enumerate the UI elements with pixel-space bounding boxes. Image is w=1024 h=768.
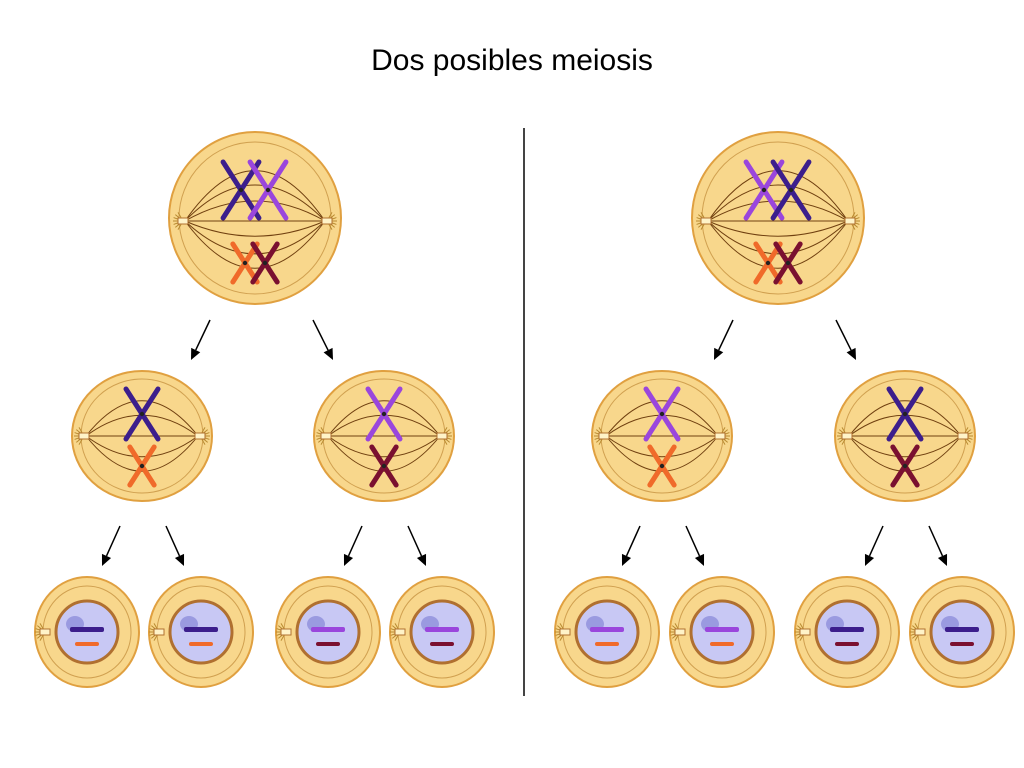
secondary-cell xyxy=(71,370,213,502)
centrosome xyxy=(321,212,337,230)
chromosome xyxy=(189,642,213,646)
centrosome xyxy=(149,623,165,641)
secondary-cell xyxy=(313,370,455,502)
centrosome xyxy=(714,427,730,445)
arrow xyxy=(928,525,948,566)
secondary-cell xyxy=(591,370,733,502)
chromosome xyxy=(835,642,859,646)
spindle-fibers xyxy=(605,400,719,472)
chromosome xyxy=(311,627,345,632)
chromosome xyxy=(250,241,280,285)
centrosome xyxy=(74,427,90,445)
chromosome xyxy=(710,642,734,646)
chromosome xyxy=(890,444,920,488)
parent-cell xyxy=(691,131,865,305)
chromosome xyxy=(705,627,739,632)
centrosome xyxy=(957,427,973,445)
chromosome xyxy=(647,444,677,488)
chromosome xyxy=(773,241,803,285)
chromosome xyxy=(123,386,161,442)
chromosome xyxy=(643,386,681,442)
chromosome xyxy=(365,386,403,442)
centrosome xyxy=(670,623,686,641)
centrosome xyxy=(795,623,811,641)
arrow xyxy=(191,319,211,360)
spindle-fibers xyxy=(85,400,199,472)
centrosome xyxy=(276,623,292,641)
centrosome xyxy=(837,427,853,445)
centrosome xyxy=(173,212,189,230)
chromosome xyxy=(127,444,157,488)
arrow xyxy=(312,319,333,360)
chromosome xyxy=(950,642,974,646)
centrosome xyxy=(696,212,712,230)
gamete-cell xyxy=(389,576,495,688)
chromosome xyxy=(886,386,924,442)
gamete-cell xyxy=(34,576,140,688)
cell-membrane xyxy=(691,131,865,305)
arrow xyxy=(864,525,884,566)
parent-cell xyxy=(168,131,342,305)
chromosome xyxy=(595,642,619,646)
spindle-fibers xyxy=(184,170,326,269)
arrow xyxy=(835,319,856,360)
secondary-cell xyxy=(834,370,976,502)
chromosome xyxy=(753,241,783,285)
arrow xyxy=(685,525,705,566)
chromosome xyxy=(945,627,979,632)
gamete-cell xyxy=(794,576,900,688)
chromosome xyxy=(75,642,99,646)
chromosome xyxy=(184,627,218,632)
centrosome xyxy=(910,623,926,641)
gamete-cell xyxy=(669,576,775,688)
chromosome xyxy=(230,241,260,285)
arrow xyxy=(165,525,185,566)
spindle-fibers xyxy=(848,400,962,472)
centrosome xyxy=(844,212,860,230)
arrow xyxy=(621,525,641,566)
centrosome xyxy=(194,427,210,445)
centrosome xyxy=(436,427,452,445)
centrosome xyxy=(390,623,406,641)
chromosome xyxy=(247,159,289,221)
centrosome xyxy=(555,623,571,641)
arrow xyxy=(101,525,121,566)
chromosome xyxy=(70,627,104,632)
gamete-cell xyxy=(148,576,254,688)
arrow xyxy=(407,525,427,566)
centrosome xyxy=(316,427,332,445)
chromosome xyxy=(425,627,459,632)
chromosome xyxy=(590,627,624,632)
chromosome xyxy=(220,159,262,221)
chromosome xyxy=(770,159,812,221)
centrosome xyxy=(594,427,610,445)
chromosome xyxy=(743,159,785,221)
cell-membrane xyxy=(168,131,342,305)
gamete-cell xyxy=(275,576,381,688)
gamete-cell xyxy=(554,576,660,688)
arrow xyxy=(714,319,734,360)
chromosome xyxy=(430,642,454,646)
centrosome xyxy=(35,623,51,641)
gamete-cell xyxy=(909,576,1015,688)
arrow xyxy=(343,525,363,566)
chromosome xyxy=(316,642,340,646)
page-title: Dos posibles meiosis xyxy=(371,44,653,77)
chromosome xyxy=(830,627,864,632)
chromosome xyxy=(369,444,399,488)
